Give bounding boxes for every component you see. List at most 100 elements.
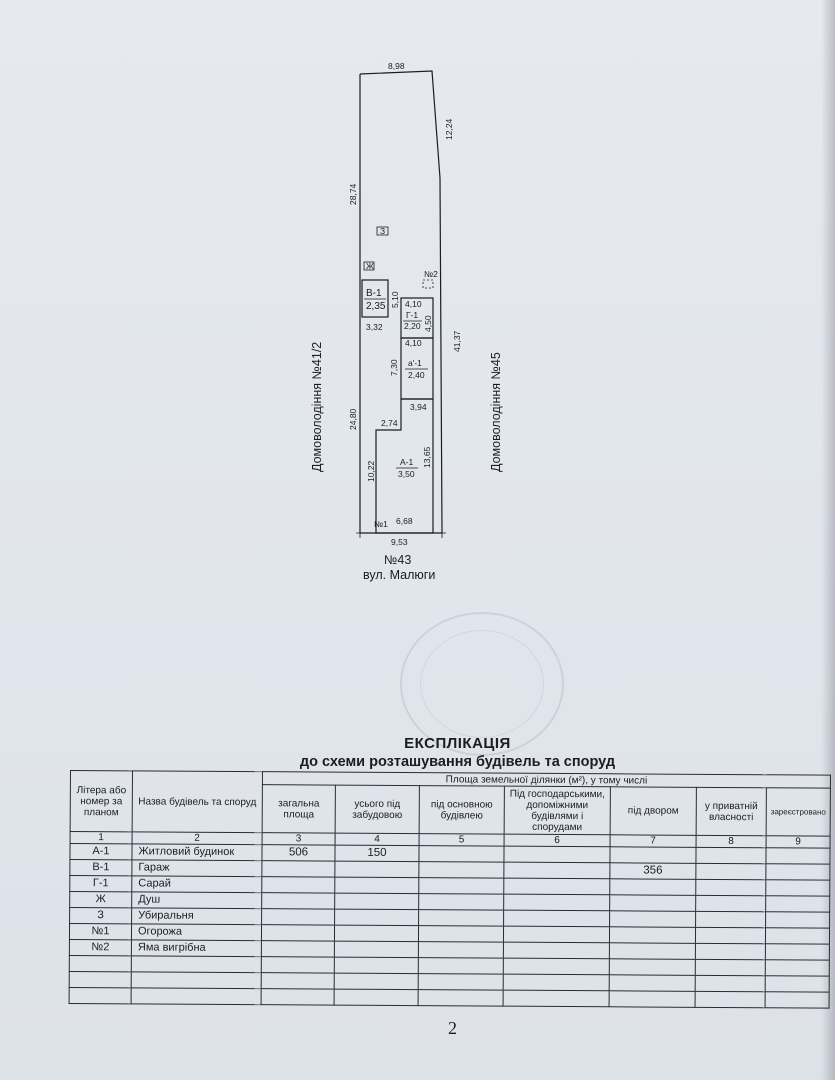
main-building-area-cell <box>418 925 504 943</box>
empty-cell <box>334 989 419 1006</box>
label-a1: А-1 <box>400 457 414 467</box>
table-row-empty <box>69 987 830 1009</box>
dim-left-lower: 24,80 <box>348 408 358 430</box>
empty-cell <box>261 972 335 990</box>
index-cell: 4 <box>335 833 420 846</box>
header-built: усього під забудовою <box>335 785 420 834</box>
dim-left-upper: 28,74 <box>348 183 358 205</box>
empty-cell <box>695 991 766 1008</box>
letter-cell: З <box>69 907 132 924</box>
empty-cell <box>69 955 132 972</box>
empty-cell <box>695 975 766 992</box>
empty-cell <box>418 957 504 975</box>
private-area-cell <box>695 895 766 912</box>
registered-area-cell <box>765 927 830 945</box>
registered-area-cell <box>765 863 830 881</box>
header-registered: зареєстровано <box>766 787 831 837</box>
letter-cell: №2 <box>69 939 132 956</box>
total-area-cell <box>261 876 335 894</box>
name-cell: Огорожа <box>131 923 262 941</box>
name-cell: Убиральня <box>131 907 262 925</box>
aux-area-cell <box>503 846 611 863</box>
dim-v1-width: 3,32 <box>366 322 383 332</box>
empty-cell <box>334 957 419 974</box>
site-plan: 8,98 12,24 28,74 41,37 24,80 9,53 3,32 5… <box>310 61 503 582</box>
empty-cell <box>503 958 610 975</box>
dim-a1-right: 13,65 <box>422 446 432 468</box>
main-building-area-cell <box>418 941 504 959</box>
main-building-area-cell <box>418 893 504 911</box>
name-cell: Гараж <box>131 859 262 877</box>
index-cell: 1 <box>70 831 133 844</box>
index-cell: 7 <box>610 834 697 848</box>
name-cell: Сарай <box>131 875 262 893</box>
dim-top-width: 8,98 <box>388 61 405 71</box>
empty-cell <box>765 959 830 977</box>
private-area-cell <box>695 847 767 864</box>
total-area-cell <box>261 892 335 910</box>
label-v1: В-1 <box>366 288 382 299</box>
empty-cell <box>765 991 830 1009</box>
yard-area-cell <box>609 878 696 896</box>
private-area-cell <box>695 927 766 944</box>
total-area-cell <box>261 908 335 926</box>
empty-cell <box>69 987 132 1004</box>
total-area-cell <box>261 860 335 878</box>
built-area-cell <box>334 909 419 926</box>
empty-cell <box>418 989 504 1007</box>
empty-cell <box>334 973 419 990</box>
label-pit: №2 <box>424 269 438 279</box>
faded-stamp <box>400 612 564 756</box>
index-cell: 6 <box>504 834 611 847</box>
aux-area-cell <box>503 878 610 895</box>
explication-subtitle: до схеми розташування будівель та споруд <box>299 754 616 770</box>
yard-area-cell <box>609 926 696 944</box>
registered-area-cell <box>765 911 830 929</box>
dim-g1-side: 4,50 <box>423 315 433 332</box>
index-cell: 3 <box>262 832 336 846</box>
private-area-cell <box>695 943 766 960</box>
index-cell: 5 <box>419 833 505 847</box>
built-area-cell <box>334 861 419 878</box>
index-cell: 2 <box>132 831 263 845</box>
plot-boundary <box>359 70 443 534</box>
dim-a1-ext-side: 7,30 <box>389 359 399 376</box>
header-letter: Літера або номер за планом <box>70 770 133 832</box>
empty-cell <box>261 988 335 1006</box>
height-a1-extension: 2,40 <box>408 370 425 380</box>
private-area-cell <box>695 911 766 928</box>
empty-cell <box>131 955 262 973</box>
toilet-marker <box>376 226 389 236</box>
name-cell: Яма вигрібна <box>131 939 262 957</box>
dim-bottom-width: 9,53 <box>391 537 408 547</box>
empty-cell <box>131 971 262 989</box>
total-area-cell <box>261 940 335 958</box>
label-shower: Ж <box>366 261 374 271</box>
header-total: загальна площа <box>262 784 336 834</box>
height-g1: 2,20 <box>404 321 421 331</box>
dim-a1-step: 2,74 <box>381 418 398 428</box>
empty-cell <box>131 987 262 1005</box>
dim-a1-bottom: 6,68 <box>396 516 413 526</box>
aux-area-cell <box>503 942 610 959</box>
dim-a1-left: 10,22 <box>366 460 376 482</box>
empty-cell <box>418 973 504 991</box>
yard-area-cell: 356 <box>609 862 696 880</box>
registered-area-cell <box>765 895 830 913</box>
built-area-cell <box>334 941 419 958</box>
dim-a1-ext-width: 3,94 <box>410 402 427 412</box>
header-main: під основною будівлею <box>419 785 505 835</box>
private-area-cell <box>695 863 766 880</box>
registered-area-cell <box>765 943 830 961</box>
address-number: №43 <box>384 553 411 567</box>
empty-cell <box>261 956 335 974</box>
main-building-area-cell <box>418 845 505 863</box>
total-area-cell: 506 <box>261 844 336 862</box>
registered-area-cell <box>765 847 831 865</box>
built-area-cell: 150 <box>334 845 420 862</box>
label-a1-extension: а'-1 <box>408 358 422 368</box>
empty-cell <box>695 959 766 976</box>
letter-cell: Г-1 <box>69 875 132 892</box>
